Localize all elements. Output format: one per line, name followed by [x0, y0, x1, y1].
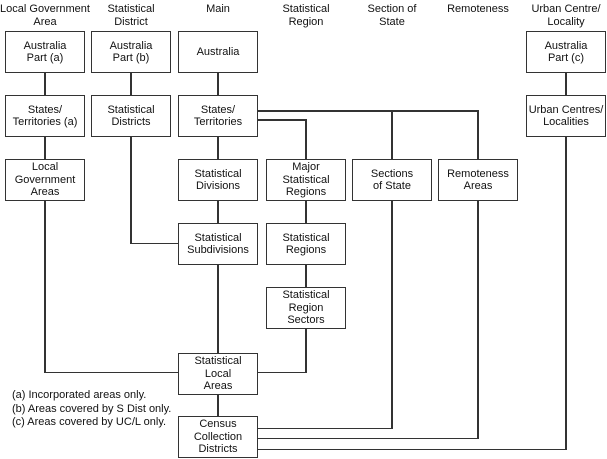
- node-label: Australia: [196, 45, 240, 58]
- connector: [565, 72, 567, 95]
- node-label: Australia Part (c): [544, 39, 588, 65]
- connector: [258, 427, 393, 429]
- connector: [305, 201, 307, 223]
- node-label: Statistical Subdivisions: [187, 231, 249, 257]
- node-label: Statistical Regions: [282, 231, 330, 257]
- node-states-territories-a: States/ Territories (a): [5, 95, 85, 137]
- column-header-urban-centre-locality: Urban Centre/ Locality: [531, 3, 601, 28]
- connector: [565, 137, 567, 450]
- node-australia-part-a: Australia Part (a): [5, 31, 85, 73]
- column-header-main: Main: [206, 3, 230, 15]
- connector: [130, 242, 178, 244]
- connector: [391, 110, 393, 159]
- connector: [258, 119, 307, 121]
- node-statistical-regions: Statistical Regions: [266, 223, 346, 265]
- node-label: Major Statistical Regions: [282, 161, 330, 199]
- node-statistical-local-areas: Statistical Local Areas: [178, 353, 258, 395]
- footnotes: (a) Incorporated areas only. (b) Areas c…: [12, 389, 171, 430]
- connector: [258, 437, 479, 439]
- column-header-statistical-region: Statistical Region: [282, 3, 330, 28]
- connector: [44, 137, 46, 159]
- connector: [217, 137, 219, 159]
- column-header-local-government-area: Local Government Area: [0, 3, 90, 28]
- connector: [391, 201, 393, 429]
- footnote-a: (a) Incorporated areas only.: [12, 389, 147, 401]
- node-statistical-subdivisions: Statistical Subdivisions: [178, 223, 258, 265]
- node-label: Urban Centres/ Localities: [528, 103, 604, 129]
- connector: [477, 110, 479, 159]
- node-label: Statistical Districts: [107, 103, 155, 129]
- connector: [44, 201, 46, 373]
- connector: [258, 110, 479, 112]
- connector: [305, 329, 307, 373]
- node-label: States/ Territories: [193, 103, 243, 129]
- node-label: Sections of State: [370, 167, 414, 193]
- node-label: Census Collection Districts: [193, 418, 243, 456]
- node-sections-of-state: Sections of State: [352, 159, 432, 201]
- connector: [305, 265, 307, 287]
- node-label: Statistical Region Sectors: [282, 289, 330, 327]
- connector: [44, 371, 178, 373]
- node-label: Remoteness Areas: [447, 167, 509, 193]
- connector: [130, 72, 132, 95]
- node-statistical-region-sectors: Statistical Region Sectors: [266, 287, 346, 329]
- connector: [258, 448, 567, 450]
- footnote-b: (b) Areas covered by S Dist only.: [12, 402, 172, 415]
- connector: [44, 72, 46, 95]
- node-australia-part-c: Australia Part (c): [526, 31, 606, 73]
- node-label: Local Government Areas: [14, 161, 76, 199]
- connector: [217, 395, 219, 416]
- node-states-territories: States/ Territories: [178, 95, 258, 137]
- connector: [258, 371, 307, 373]
- node-label: Statistical Divisions: [194, 167, 242, 193]
- node-local-government-areas: Local Government Areas: [5, 159, 85, 201]
- node-urban-centres-localities: Urban Centres/ Localities: [526, 95, 606, 137]
- node-label: States/ Territories (a): [12, 103, 78, 129]
- node-label: Australia Part (b): [109, 39, 153, 65]
- connector: [477, 201, 479, 439]
- node-statistical-divisions: Statistical Divisions: [178, 159, 258, 201]
- node-major-statistical-regions: Major Statistical Regions: [266, 159, 346, 201]
- connector: [217, 72, 219, 95]
- node-label: Statistical Local Areas: [194, 355, 242, 393]
- connector: [217, 265, 219, 353]
- connector: [305, 119, 307, 159]
- node-census-collection-districts: Census Collection Districts: [178, 416, 258, 458]
- node-statistical-districts: Statistical Districts: [91, 95, 171, 137]
- column-header-remoteness: Remoteness: [447, 3, 509, 15]
- column-header-section-of-state: Section of State: [367, 3, 417, 28]
- node-australia: Australia: [178, 31, 258, 73]
- node-australia-part-b: Australia Part (b): [91, 31, 171, 73]
- footnote-c: (c) Areas covered by UC/L only.: [12, 416, 167, 428]
- column-header-statistical-district: Statistical District: [107, 3, 155, 28]
- connector: [130, 137, 132, 244]
- node-label: Australia Part (a): [23, 39, 67, 65]
- connector: [217, 201, 219, 223]
- node-remoteness-areas: Remoteness Areas: [438, 159, 518, 201]
